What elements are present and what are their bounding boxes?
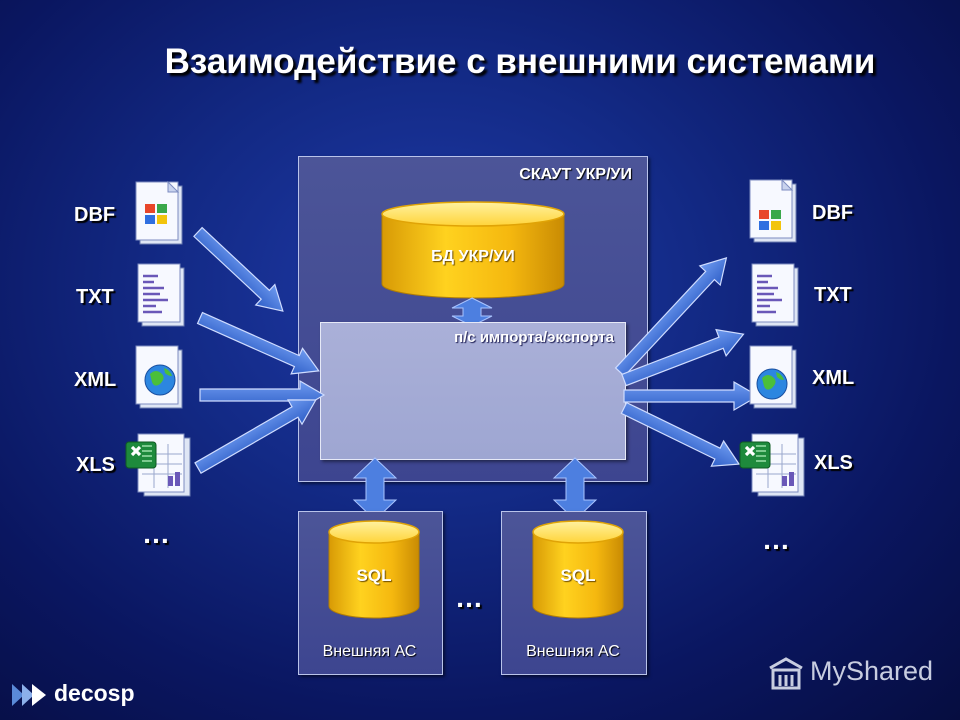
external-sql-label-2: SQL — [560, 566, 596, 585]
export-format-txt: TXT — [814, 284, 852, 306]
import-format-xml: XML — [74, 369, 117, 391]
export-arrow-txt — [621, 328, 745, 387]
export-format-xls: XLS — [814, 452, 853, 474]
excel-doc-icon — [125, 433, 191, 497]
import-format-xls: XLS — [76, 454, 115, 476]
external-system-label-1: Внешняя АС — [322, 643, 417, 660]
main-database-label: БД УКР/УИ — [431, 248, 515, 265]
external-more-dots: … — [455, 582, 484, 613]
external-sql-cylinder-1 — [328, 520, 420, 619]
import-arrow-txt — [196, 311, 320, 375]
decosp-logo-icon — [12, 684, 46, 706]
import-more-dots: … — [142, 518, 171, 549]
globe-doc-icon-right — [749, 345, 797, 409]
decosp-logo-text: decosp — [54, 680, 135, 706]
export-more-dots: … — [762, 524, 791, 555]
export-arrow-xml — [623, 380, 760, 412]
myshared-logo-icon — [769, 657, 803, 690]
export-format-dbf: DBF — [812, 202, 854, 224]
import-arrow-dbf — [193, 226, 284, 312]
word-doc-icon — [135, 180, 183, 245]
excel-doc-icon-right — [739, 433, 805, 497]
import-arrow-xls — [194, 399, 317, 475]
external-system-label-2: Внешняя АС — [526, 643, 620, 660]
main-database-cylinder — [381, 201, 565, 299]
export-format-xml: XML — [812, 367, 855, 389]
page-title: Взаимодействие с внешними системами — [164, 42, 876, 81]
import-format-dbf: DBF — [74, 204, 116, 226]
word-doc-icon-right — [749, 178, 797, 243]
import-export-module — [320, 322, 626, 460]
myshared-logo-text: MyShared — [810, 656, 934, 686]
external-sql-cylinder-2 — [532, 520, 624, 619]
import-export-module-label: п/с импорта/экспорта — [454, 329, 614, 346]
export-arrow-xls — [620, 401, 741, 467]
text-doc-icon-right — [751, 263, 799, 327]
main-system-label: СКАУТ УКР/УИ — [519, 166, 632, 183]
globe-doc-icon — [135, 345, 183, 409]
text-doc-icon — [137, 263, 185, 327]
import-format-txt: TXT — [76, 286, 114, 308]
export-arrow-dbf — [614, 257, 728, 377]
external-sql-label-1: SQL — [356, 566, 392, 585]
